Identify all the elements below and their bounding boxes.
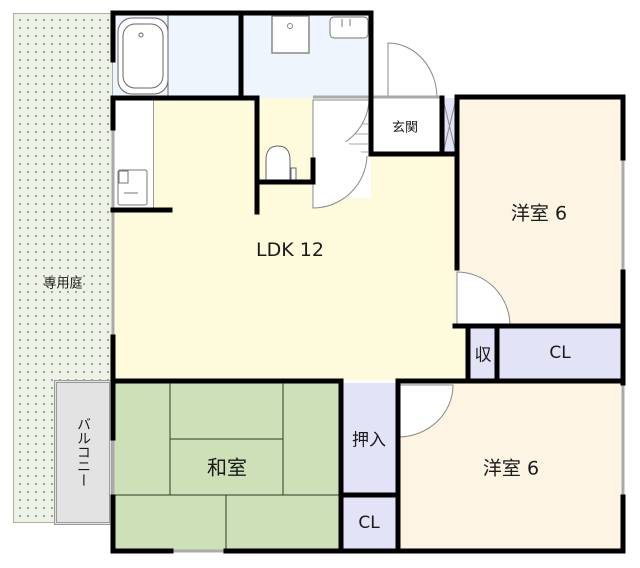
closet-lower [341, 495, 398, 550]
closet-upper [497, 326, 623, 381]
western-room-lower-label: 洋室 6 [482, 457, 540, 480]
balcony-label: バルコニー [75, 417, 91, 487]
closet-upper-label: CL [549, 343, 571, 363]
oshiire [341, 383, 398, 495]
western-room-upper-label: 洋室 6 [510, 202, 568, 225]
japanese-room-label: 和室 [207, 455, 247, 480]
garden-label: 専用庭 [43, 276, 83, 292]
ldk-label: LDK 12 [256, 239, 324, 261]
storage-small-label: 収 [474, 345, 492, 366]
entrance [371, 98, 442, 154]
closet-lower-label: CL [358, 513, 380, 533]
storage-small [468, 326, 497, 381]
oshiire-label: 押入 [352, 430, 386, 451]
balcony [54, 380, 112, 525]
entrance-label: 玄関 [391, 120, 419, 136]
private-garden [13, 13, 113, 523]
japanese-room [113, 383, 341, 550]
